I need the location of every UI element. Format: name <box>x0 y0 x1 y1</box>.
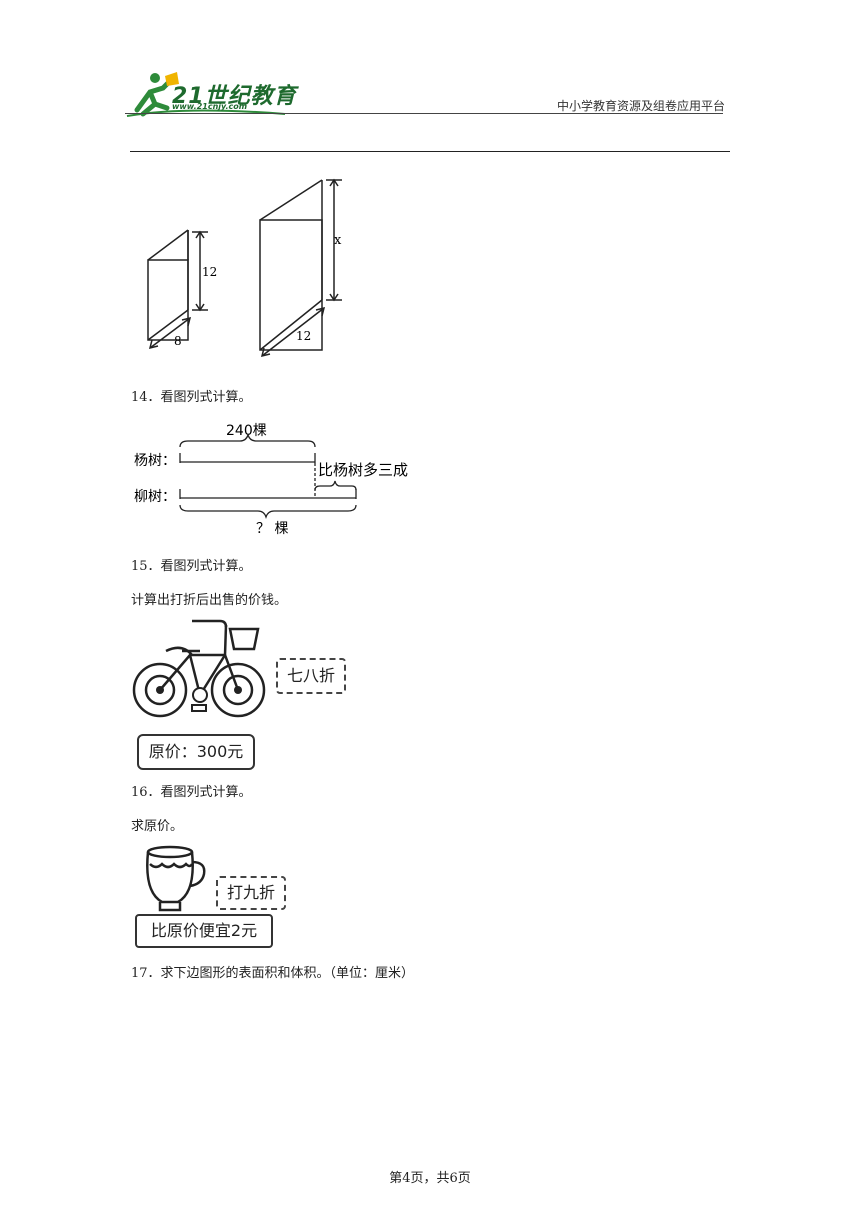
logo-url: www.21cnjy.com <box>172 102 248 111</box>
small-box-figure <box>147 229 208 350</box>
page-number: 第4页，共6页 <box>389 1171 471 1186</box>
large-box-figure <box>259 178 342 358</box>
q16-subtitle: 求原价。 <box>131 819 184 834</box>
large-bottom-label: 12 <box>296 329 311 343</box>
cup-icon <box>146 845 206 912</box>
q14-title: 14．看图列式计算。 <box>131 390 252 405</box>
header-rule <box>125 113 723 114</box>
large-height-label: x <box>334 233 342 248</box>
tree-bar-diagram: 240棵 杨树： 比杨树多三成 柳树： ？ 棵 <box>134 423 408 537</box>
top-total-label: 240棵 <box>226 423 267 439</box>
q15-price-tag: 原价：300元 <box>137 734 255 770</box>
q16-discount-tag: 打九折 <box>216 876 286 910</box>
header-platform-text: 中小学教育资源及组卷应用平台 <box>556 99 725 113</box>
more-label: 比杨树多三成 <box>318 461 408 479</box>
top-rule <box>130 151 730 152</box>
q16-title: 16．看图列式计算。 <box>131 785 252 800</box>
bicycle-icon <box>132 619 266 718</box>
row1-label: 杨树： <box>134 453 176 469</box>
q17-title: 17．求下边图形的表面积和体积。（单位：厘米） <box>131 966 415 981</box>
q16-note-tag: 比原价便宜2元 <box>135 914 273 948</box>
q15-subtitle: 计算出打折后出售的价钱。 <box>131 593 288 608</box>
q15-discount-tag: 七八折 <box>276 658 346 694</box>
logo-text: 21世纪教育 <box>172 84 297 109</box>
small-height-label: 12 <box>202 265 217 279</box>
q15-title: 15．看图列式计算。 <box>131 559 252 574</box>
bottom-unknown-label: ？ 棵 <box>256 521 288 537</box>
box-diagrams: 12 8 x 12 <box>147 178 342 358</box>
small-bottom-label: 8 <box>174 334 182 348</box>
row2-label: 柳树： <box>134 488 176 505</box>
